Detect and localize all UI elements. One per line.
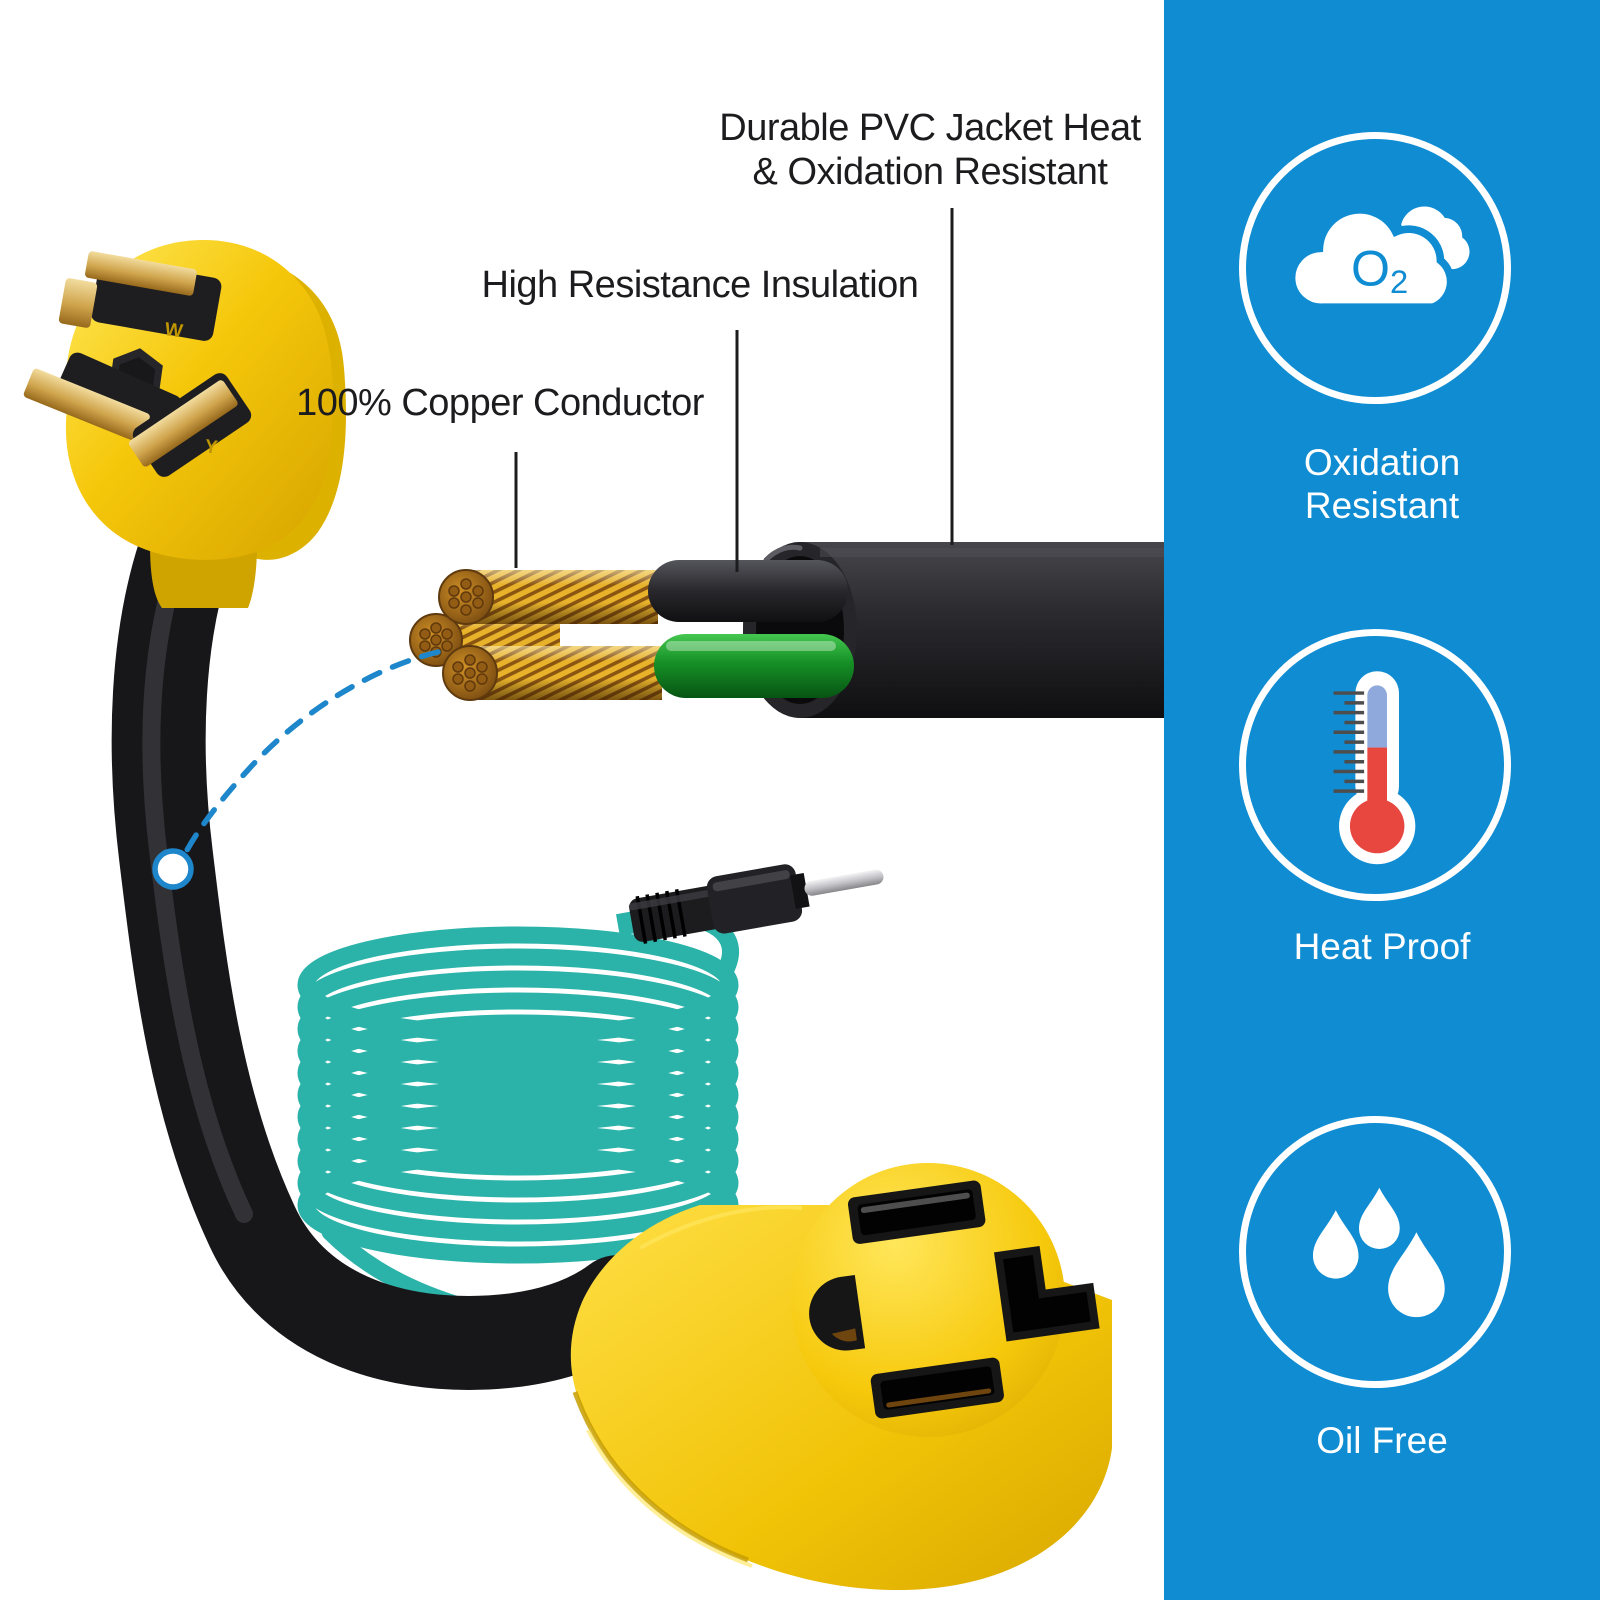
water-drops-icon bbox=[1312, 1187, 1445, 1318]
receptacle-slots bbox=[809, 1180, 1100, 1419]
receptacle bbox=[570, 1163, 1112, 1591]
oil-feature-label: Oil Free bbox=[1316, 1420, 1448, 1461]
metal-pin bbox=[804, 869, 884, 896]
heat-feature-circle bbox=[1239, 629, 1511, 901]
copper-conductor-top bbox=[438, 569, 658, 625]
black-insulated-wire bbox=[648, 560, 848, 622]
thermometer-icon bbox=[1333, 671, 1416, 865]
cloud-o2-icon: O2 bbox=[1287, 206, 1470, 312]
plug-marking-w: W bbox=[163, 319, 184, 342]
callout-pvc-line1: Durable PVC Jacket Heat bbox=[719, 107, 1141, 149]
product-photo-illustration: W Y bbox=[23, 208, 1164, 1591]
feature-sidebar: O2 Oxidation Resistant bbox=[1164, 0, 1600, 1600]
teal-coiled-wire bbox=[297, 907, 795, 1336]
plug-marking-y: Y bbox=[203, 436, 219, 459]
o2-label: O2 bbox=[1351, 240, 1408, 300]
oxidation-feature-label: Oxidation Resistant bbox=[1303, 442, 1461, 526]
callout-pvc-jacket: Durable PVC Jacket Heat & Oxidation Resi… bbox=[690, 106, 1170, 194]
heat-feature-label: Heat Proof bbox=[1293, 926, 1471, 967]
callout-insulation: High Resistance Insulation bbox=[481, 264, 919, 306]
copper-conductor-bottom bbox=[442, 645, 662, 701]
oxidation-feature-circle: O2 bbox=[1239, 132, 1511, 404]
dashed-pointer bbox=[152, 649, 441, 890]
callout-lines bbox=[514, 208, 954, 572]
callout-copper-conductor: 100% Copper Conductor bbox=[296, 382, 704, 424]
dryer-plug: W Y bbox=[23, 240, 346, 608]
cutaway-cable bbox=[409, 542, 1164, 718]
callout-pvc-line2: & Oxidation Resistant bbox=[752, 151, 1108, 193]
green-insulated-wire bbox=[654, 634, 854, 698]
pointer-origin-marker bbox=[152, 848, 194, 890]
ground-pin-connector bbox=[616, 864, 884, 944]
oil-feature-circle bbox=[1239, 1116, 1511, 1388]
